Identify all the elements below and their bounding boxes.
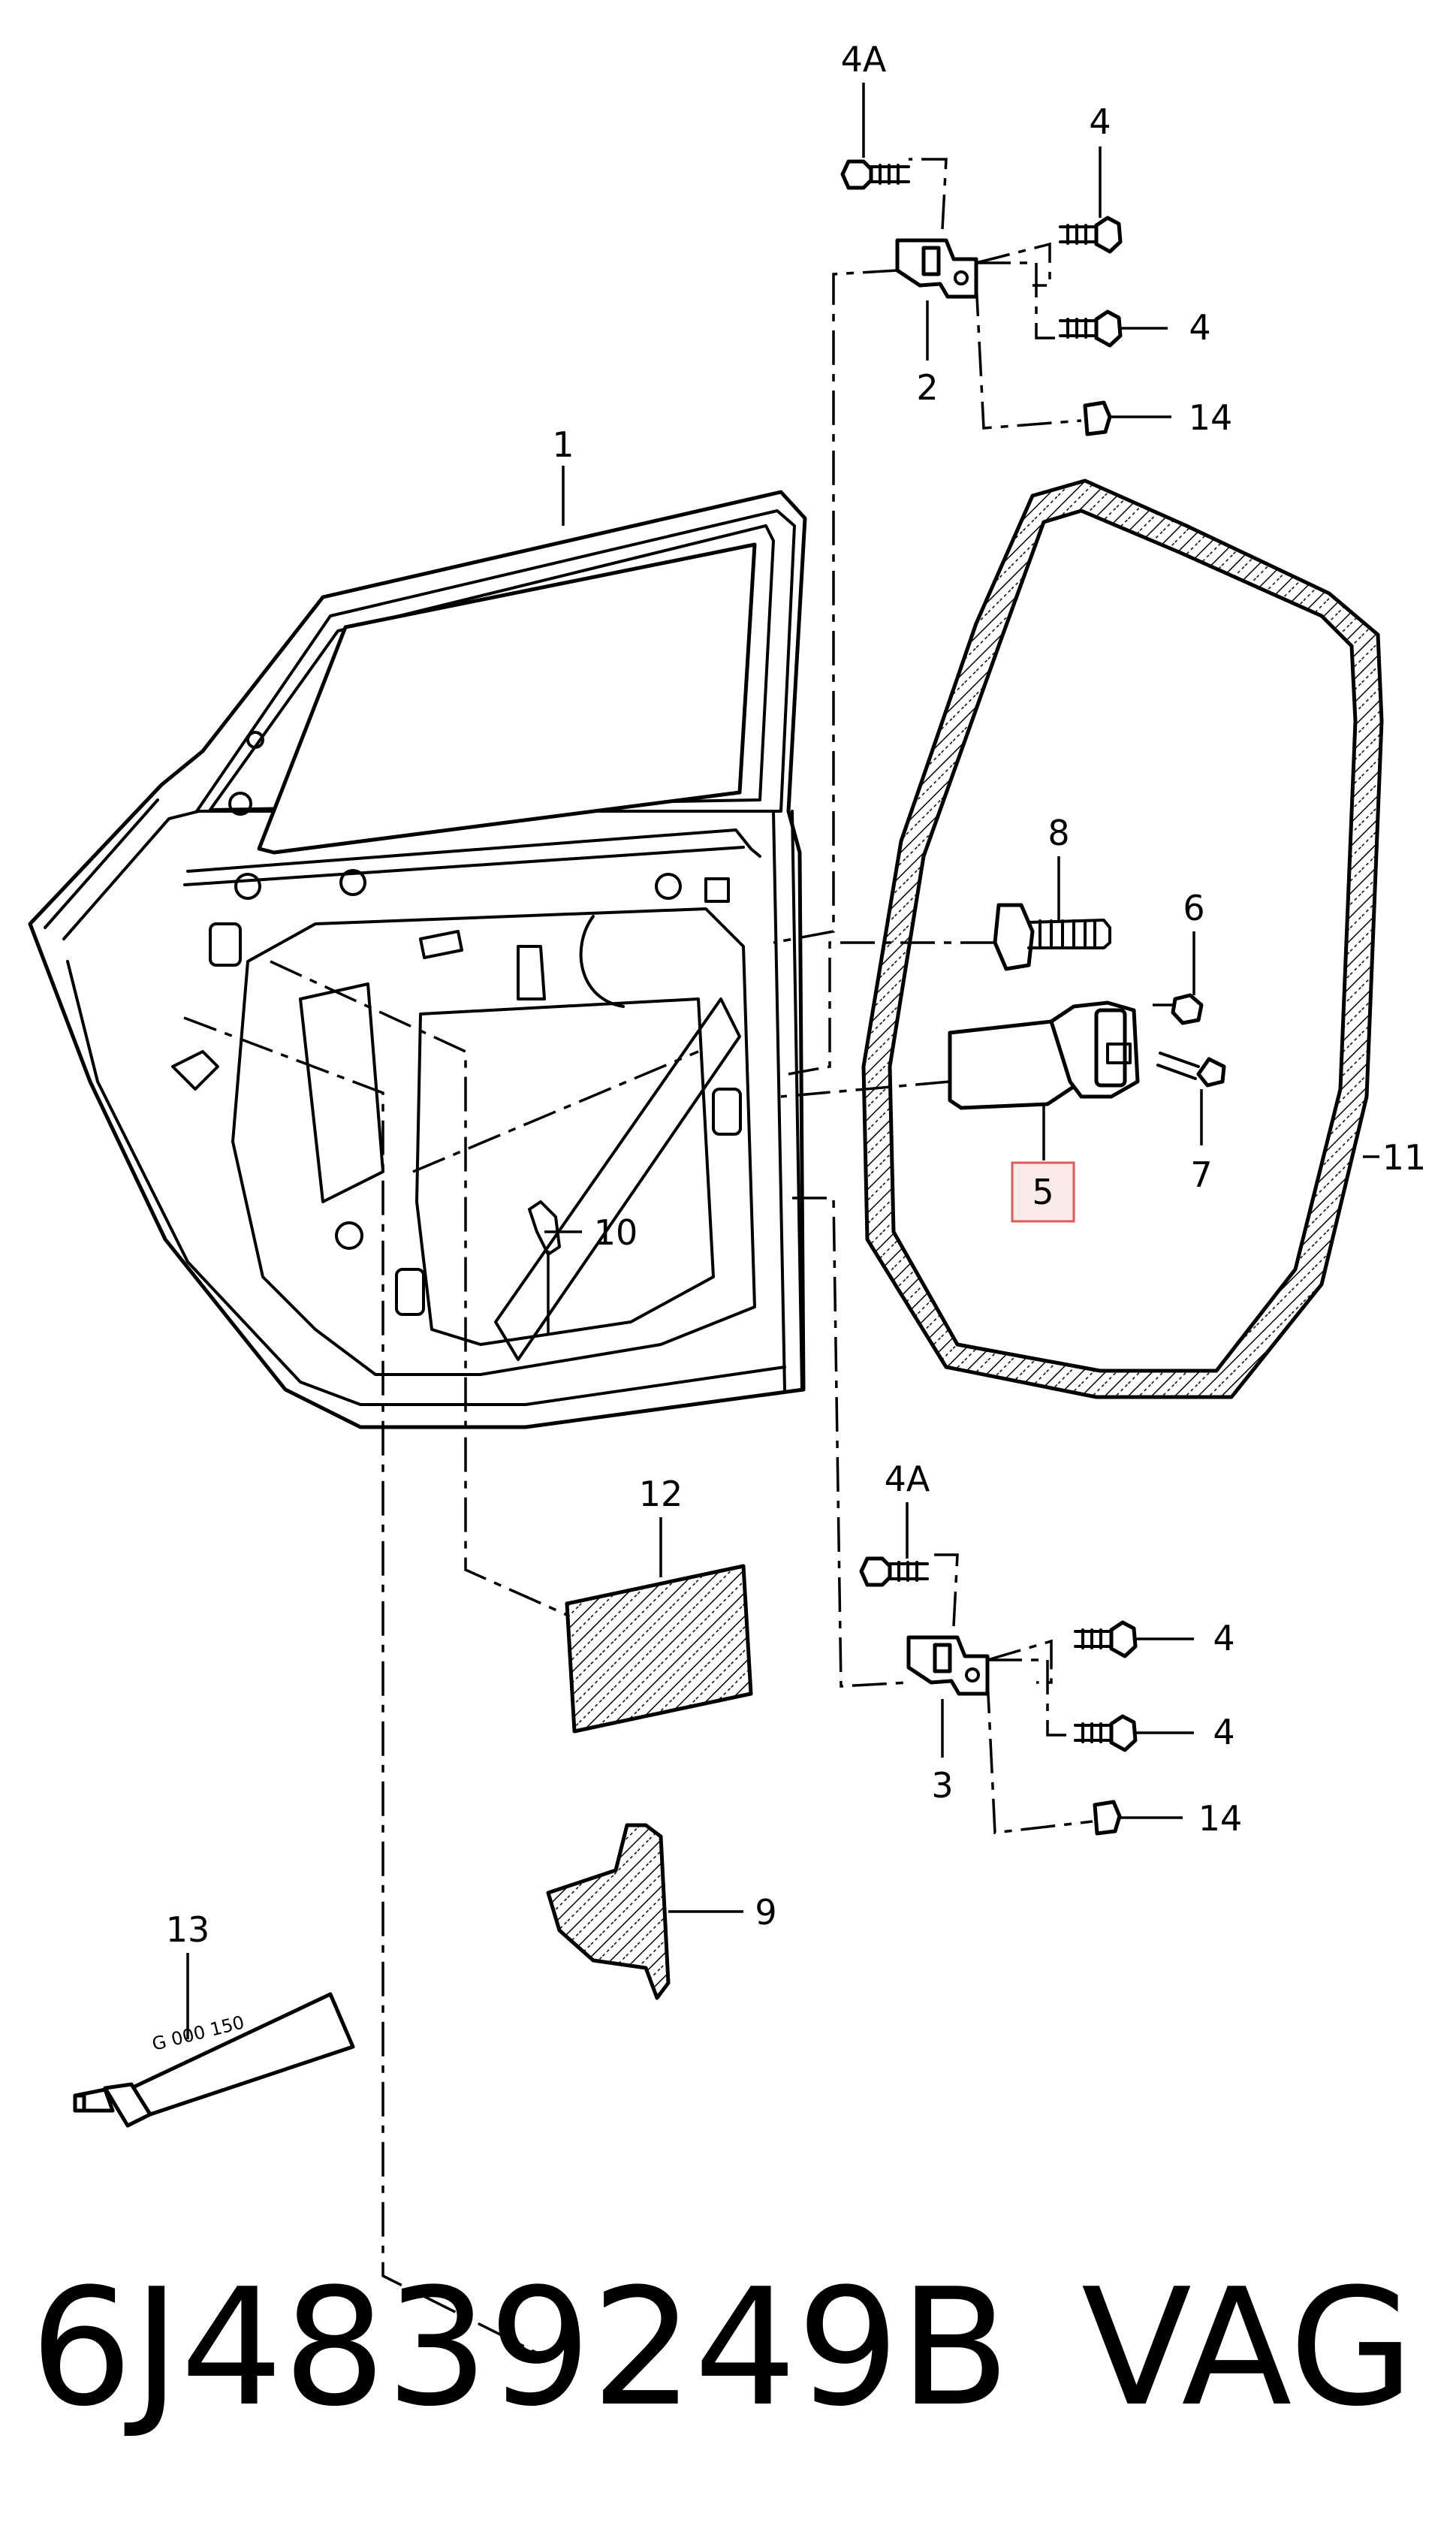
clip-10 — [528, 1200, 561, 1256]
callout-14-upper: 14 — [1189, 397, 1233, 438]
callout-13: 13 — [166, 1909, 210, 1950]
upper-door-hinge — [895, 238, 978, 299]
callout-4-lower-a: 4 — [1213, 1618, 1234, 1658]
bolt-4a-upper — [840, 159, 910, 190]
callout-7: 7 — [1190, 1154, 1212, 1195]
callout-6: 6 — [1183, 888, 1204, 928]
callout-8: 8 — [1048, 813, 1069, 853]
plug-14-lower — [1093, 1800, 1122, 1836]
callout-2: 2 — [916, 367, 938, 408]
screw-6 — [1171, 993, 1204, 1025]
damping-pad-12 — [565, 1564, 753, 1734]
bolt-4-upper-b — [1059, 309, 1123, 348]
insulation-9 — [546, 1823, 671, 2000]
bolt-4-lower-b — [1074, 1714, 1138, 1752]
bolt-4-upper-a — [1059, 216, 1123, 254]
bolt-4a-lower — [859, 1556, 929, 1587]
plug-14-upper — [1083, 400, 1112, 436]
door-shell — [28, 490, 807, 1429]
callout-4-upper-a: 4 — [1089, 101, 1111, 142]
door-check-strap — [948, 1000, 1140, 1110]
callout-4-upper-b: 4 — [1189, 307, 1210, 348]
assembly-lines — [183, 158, 1175, 2360]
stud-8 — [993, 903, 1111, 971]
callout-12: 12 — [639, 1474, 683, 1514]
callout-labels: 1 2 3 4A 4 4 14 4A 4 4 14 5 6 7 8 9 10 1… — [166, 39, 1427, 1950]
callout-9: 9 — [755, 1892, 776, 1933]
highlight-box — [1011, 1161, 1075, 1223]
callout-14-lower: 14 — [1198, 1798, 1243, 1839]
callout-4-lower-b: 4 — [1213, 1712, 1234, 1752]
callout-1: 1 — [552, 424, 574, 465]
callout-4a-lower: 4A — [885, 1459, 930, 1499]
brand-label: VAG — [1081, 2253, 1414, 2442]
bolt-4-lower-a — [1074, 1620, 1138, 1658]
sealant-tube-13: G 000 150 — [73, 1992, 355, 2128]
callout-10: 10 — [594, 1212, 638, 1253]
part-number: 6J4839249B — [30, 2253, 1010, 2442]
screw-7 — [1156, 1052, 1226, 1088]
door-seal — [861, 478, 1384, 1399]
callout-5: 5 — [1032, 1172, 1054, 1212]
callout-3: 3 — [931, 1765, 953, 1806]
lower-door-hinge — [906, 1635, 990, 1696]
leader-lines — [186, 83, 1379, 2039]
callout-4a-upper: 4A — [841, 39, 887, 80]
callout-11: 11 — [1382, 1137, 1427, 1178]
